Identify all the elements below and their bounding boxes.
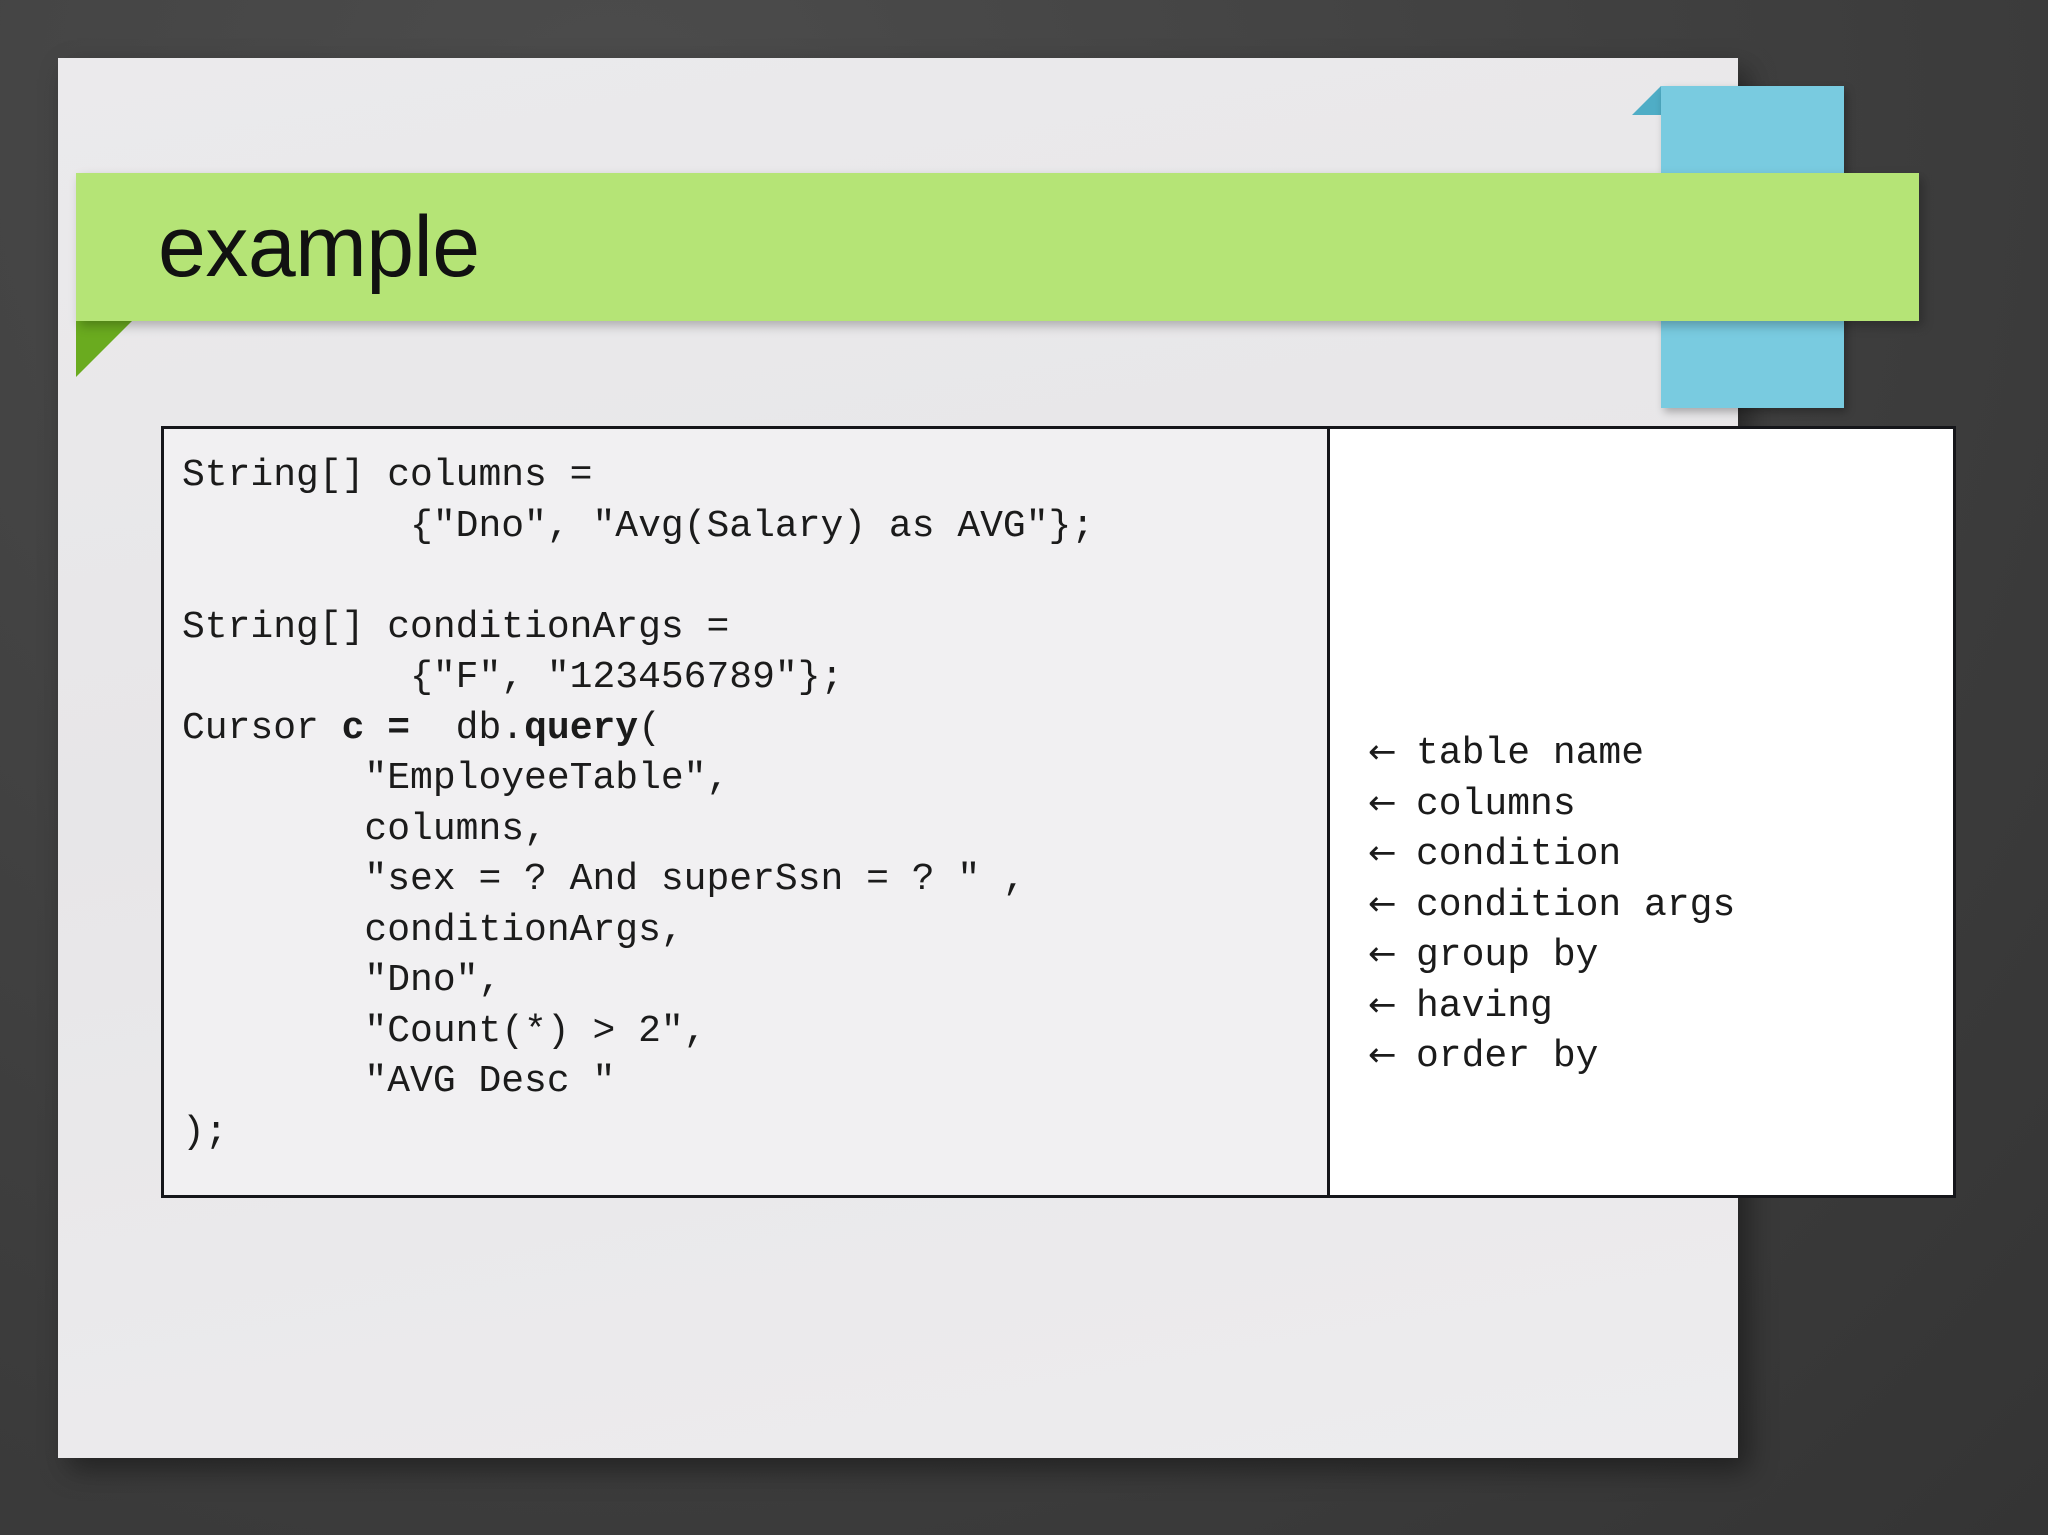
code-panel: String[] columns = {"Dno", "Avg(Salary) … <box>164 429 1327 1195</box>
legend-item-label: condition args <box>1416 883 1736 927</box>
arrow-left-icon: ← <box>1368 833 1397 873</box>
legend-item-label: group by <box>1416 934 1599 977</box>
code-line: ); <box>182 1110 228 1154</box>
code-line: String[] columns = <box>182 454 593 497</box>
arrow-left-icon: ← <box>1368 984 1397 1025</box>
legend-item: ← order by <box>1368 1030 1735 1081</box>
legend-item: ← columns <box>1368 778 1735 829</box>
green-banner-fold <box>76 321 132 377</box>
arrow-left-icon: ← <box>1368 732 1397 772</box>
blue-ribbon-fold <box>1632 86 1661 115</box>
arrow-left-icon: ← <box>1368 1035 1397 1075</box>
code-legend-table: String[] columns = {"Dno", "Avg(Salary) … <box>161 426 1956 1198</box>
code-line: columns, <box>182 807 547 851</box>
slide-canvas: example String[] columns = {"Dno", "Avg(… <box>58 58 1956 1458</box>
code-line: String[] conditionArgs = <box>182 605 730 649</box>
code-line: conditionArgs, <box>182 908 684 952</box>
code-line: "AVG Desc " <box>182 1060 616 1103</box>
legend-item-label: condition <box>1416 833 1622 876</box>
arrow-left-icon: ← <box>1368 883 1397 924</box>
legend-item: ← table name <box>1368 727 1735 778</box>
legend-list: ← table name ← columns ← condition ← condition … <box>1368 727 1735 1081</box>
code-line: {"Dno", "Avg(Salary) as AVG"}; <box>182 504 1095 548</box>
legend-item-label: having <box>1416 984 1553 1028</box>
title-banner: example <box>76 173 1919 321</box>
legend-item: ← having <box>1368 980 1735 1031</box>
page-title: example <box>158 199 480 295</box>
legend-item: ← condition <box>1368 828 1735 879</box>
code-line: "Count(*) > 2", <box>182 1009 707 1053</box>
arrow-left-icon: ← <box>1368 782 1397 823</box>
code-line: {"F", "123456789"}; <box>182 656 844 699</box>
legend-item-label: columns <box>1416 782 1576 826</box>
code-line: Cursor c = db.query( <box>182 706 661 750</box>
legend-item: ← group by <box>1368 929 1735 980</box>
legend-item-label: order by <box>1416 1035 1599 1078</box>
legend-item: ← condition args <box>1368 879 1735 930</box>
legend-item-label: table name <box>1416 732 1645 775</box>
code-line: "sex = ? And superSsn = ? " , <box>182 858 1026 901</box>
code-line: "EmployeeTable", <box>182 757 730 800</box>
arrow-left-icon: ← <box>1368 934 1397 974</box>
code-line: "Dno", <box>182 959 502 1002</box>
legend-panel: ← table name ← columns ← condition ← condition … <box>1327 429 1953 1195</box>
code-block: String[] columns = {"Dno", "Avg(Salary) … <box>182 451 1327 1158</box>
